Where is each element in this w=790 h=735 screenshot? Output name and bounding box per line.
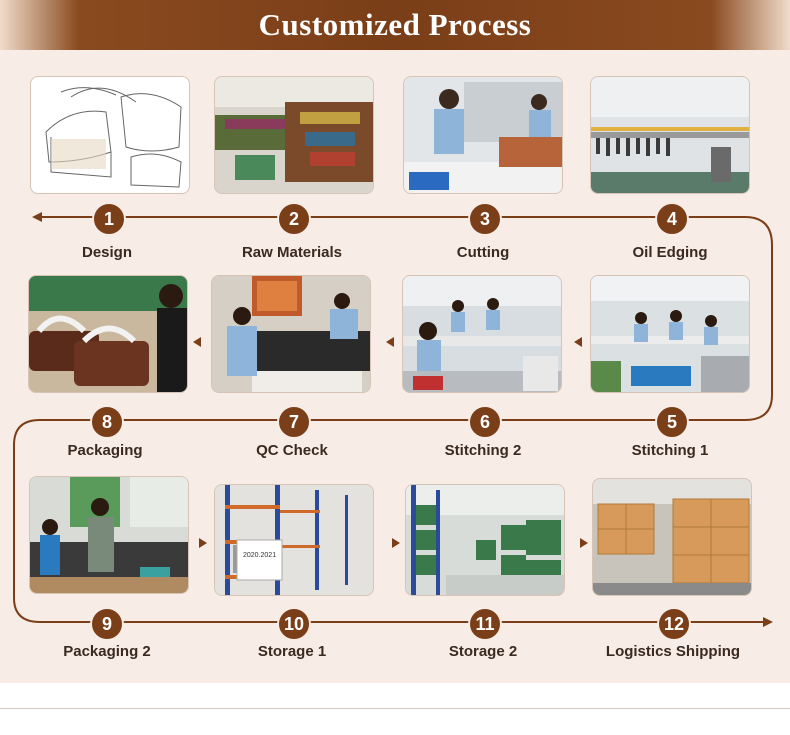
row2-arrow-1 [193, 337, 201, 347]
bags-packaging-icon [29, 276, 187, 392]
step-badge-8: 8 [90, 405, 124, 439]
photo-storage-1: 2020.2021 [214, 484, 374, 596]
row3-arrow-1 [199, 538, 207, 548]
warehouse-shelves-icon: 2020.2021 [215, 485, 373, 595]
step-label-7: QC Check [256, 442, 328, 459]
photo-cutting [403, 76, 563, 194]
page-title: Customized Process [258, 7, 532, 42]
photo-oil-edging [590, 76, 750, 194]
step-badge-12: 12 [657, 607, 691, 641]
step-label-9: Packaging 2 [63, 643, 151, 660]
step-label-12: Logistics Shipping [605, 643, 741, 660]
step-badge-1: 1 [92, 202, 126, 236]
right-curve [744, 216, 773, 421]
step-badge-3: 3 [468, 202, 502, 236]
photo-stitching-2 [402, 275, 562, 393]
step-badge-2: 2 [277, 202, 311, 236]
storage-note-text: 2020.2021 [243, 552, 276, 559]
step-label-1: Design [81, 244, 132, 261]
packing-workers-icon [30, 477, 188, 593]
worker-cutting-icon [404, 77, 562, 193]
step-label-3: Cutting [456, 244, 510, 261]
step-badge-7: 7 [277, 405, 311, 439]
step-badge-11: 11 [468, 607, 502, 641]
step-badge-4: 4 [655, 202, 689, 236]
photo-qc-check [211, 275, 371, 393]
step-badge-5: 5 [655, 405, 689, 439]
sketch-drawing-icon [45, 87, 182, 188]
row2-arrow-3 [574, 337, 582, 347]
carton-boxes-icon [593, 479, 751, 595]
warehouse-bales-icon [406, 485, 564, 595]
sewing-workshop-icon [591, 276, 749, 392]
photo-raw-materials [214, 76, 374, 194]
step-badge-6: 6 [468, 405, 502, 439]
photo-design [30, 76, 190, 194]
step-label-8: Packaging [67, 442, 143, 459]
row3-arrow-3 [580, 538, 588, 548]
row3-arrow-2 [392, 538, 400, 548]
bottom-divider [0, 708, 790, 709]
inspection-table-icon [212, 276, 370, 392]
step-label-5: Stitching 1 [631, 442, 709, 459]
step-label-10: Storage 1 [257, 643, 327, 660]
header-banner [0, 0, 790, 50]
step-label-4: Oil Edging [632, 244, 708, 261]
left-curve [13, 419, 41, 623]
leather-stacks-icon [215, 77, 373, 193]
photo-packaging [28, 275, 188, 393]
photo-packaging-2 [29, 476, 189, 594]
step-label-11: Storage 2 [448, 643, 518, 660]
photo-storage-2 [405, 484, 565, 596]
step-badge-9: 9 [90, 607, 124, 641]
row1-arrowhead [32, 212, 42, 222]
drying-line-icon [591, 77, 749, 193]
row3-arrowhead [763, 617, 773, 627]
sewing-workshop-icon [403, 276, 561, 392]
step-badge-10: 10 [277, 607, 311, 641]
step-label-6: Stitching 2 [444, 442, 522, 459]
row2-arrow-2 [386, 337, 394, 347]
step-label-2: Raw Materials [241, 244, 343, 261]
photo-stitching-1 [590, 275, 750, 393]
photo-logistics-shipping [592, 478, 752, 596]
